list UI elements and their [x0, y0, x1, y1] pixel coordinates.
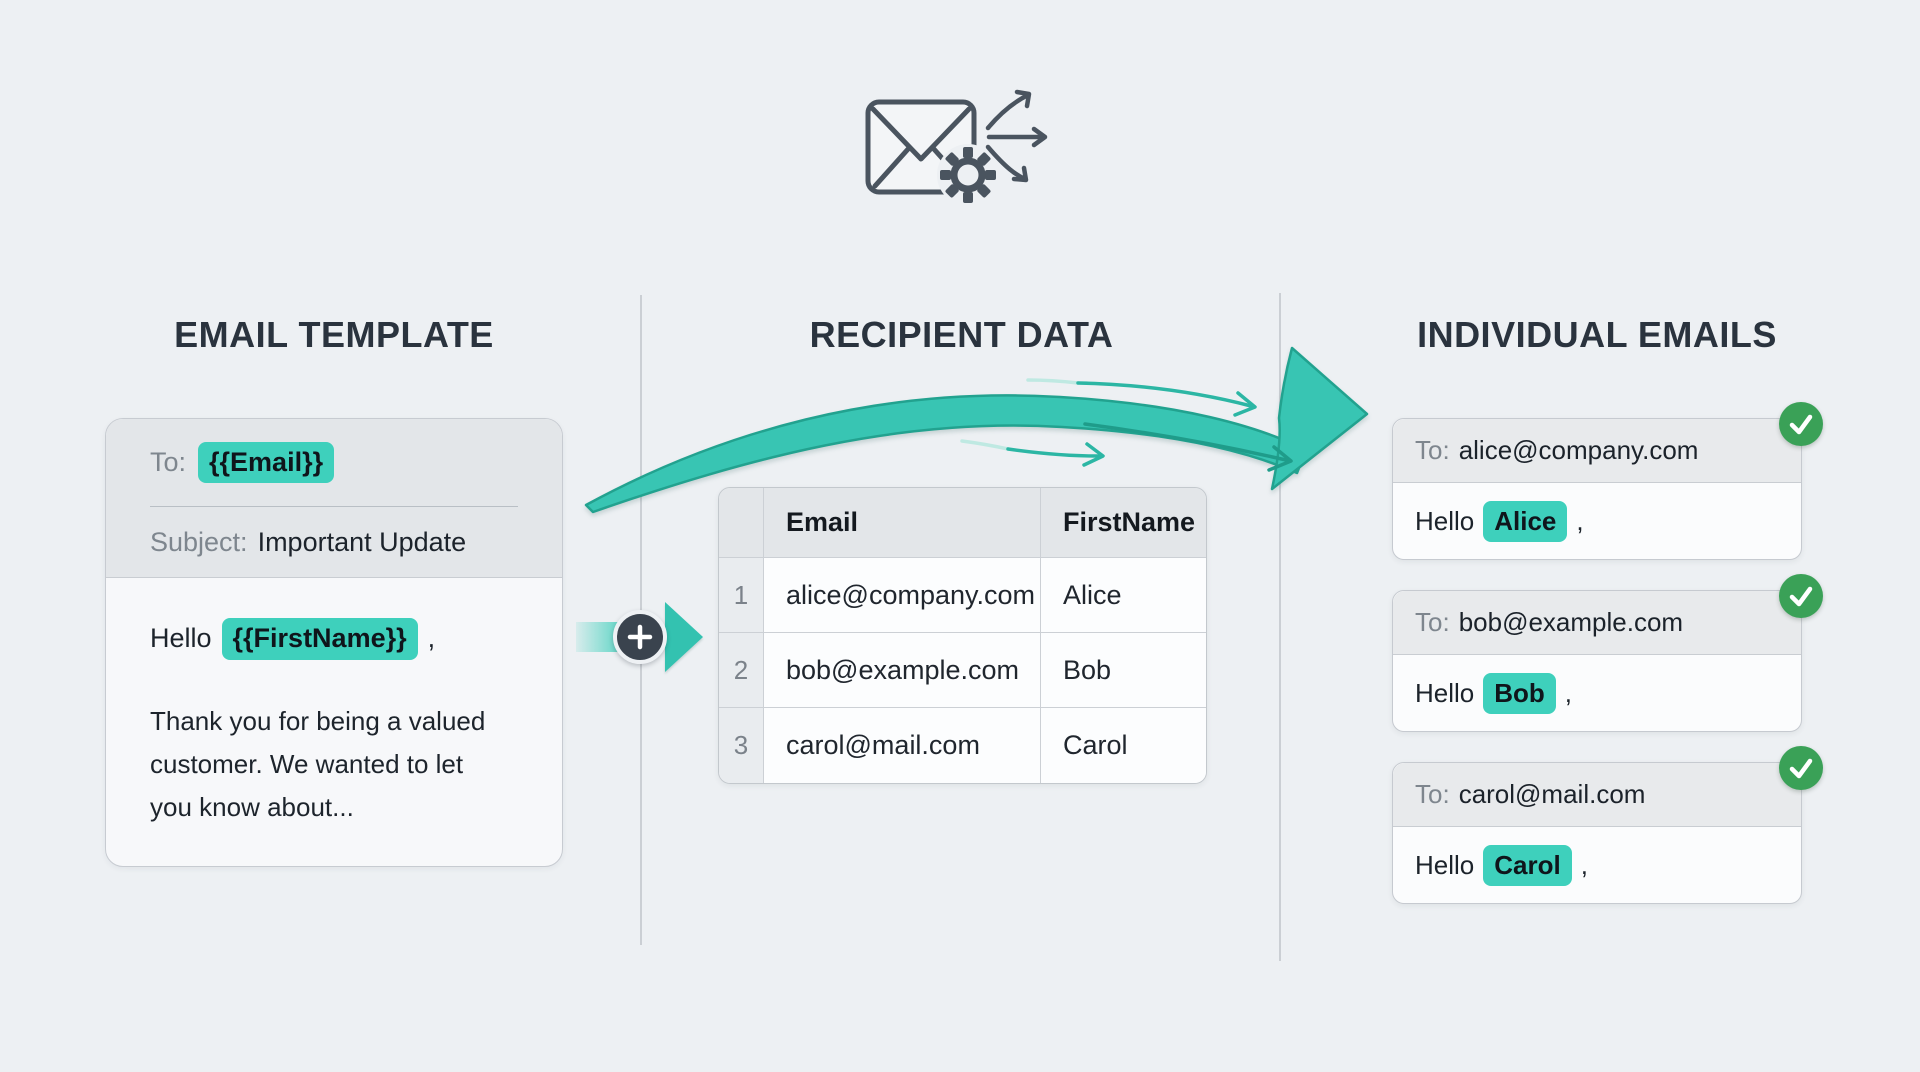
- email-cell: alice@company.com: [764, 558, 1041, 633]
- merge-gradient-band: [576, 622, 620, 652]
- fan-out-arrows-icon: [985, 89, 1048, 183]
- table-header-row: Email FirstName: [719, 488, 1206, 558]
- accent-arrow-fade: [1026, 378, 1080, 385]
- gear-icon: [937, 144, 999, 206]
- name-chip: Bob: [1483, 673, 1556, 714]
- body-line: Thank you for being a valued: [150, 705, 486, 736]
- email-to-row: To: bob@example.com: [1393, 591, 1801, 655]
- individual-email-card: To: alice@company.com Hello Alice ,: [1392, 402, 1823, 560]
- greeting-prefix: Hello: [1415, 678, 1475, 708]
- to-address: bob@example.com: [1458, 607, 1684, 637]
- template-to-row: To: {{Email}}: [150, 419, 518, 507]
- to-label: To:: [150, 447, 187, 477]
- email-to-row: To: alice@company.com: [1393, 419, 1801, 483]
- firstname-cell: Alice: [1041, 558, 1206, 633]
- email-cell: carol@mail.com: [764, 708, 1041, 783]
- subject-label: Subject:: [150, 526, 248, 557]
- individual-email-card: To: bob@example.com Hello Bob ,: [1392, 574, 1823, 732]
- firstname-cell: Carol: [1041, 708, 1206, 783]
- greeting-suffix: ,: [427, 623, 436, 654]
- row-number: 2: [719, 633, 764, 708]
- greeting-suffix: ,: [1580, 850, 1588, 880]
- greeting-suffix: ,: [1576, 506, 1584, 536]
- mail-merge-icon: [865, 89, 1048, 206]
- section-divider-right: [1279, 293, 1281, 961]
- plus-icon: [613, 610, 667, 664]
- greeting-prefix: Hello: [1415, 506, 1475, 536]
- template-card-body: Hello {{FirstName}} , Thank you for bein…: [106, 578, 562, 829]
- to-label: To:: [1415, 435, 1450, 465]
- email-template-card: To: {{Email}} Subject: Important Update …: [105, 418, 563, 867]
- row-number-header: [719, 488, 764, 558]
- email-greeting: Hello Bob ,: [1393, 655, 1801, 731]
- template-body-text: Thank you for being a valued customer. W…: [150, 700, 518, 829]
- check-icon: [1779, 746, 1823, 790]
- email-token-chip: {{Email}}: [198, 441, 335, 484]
- row-number: 3: [719, 708, 764, 783]
- table-row: 3 carol@mail.com Carol: [719, 708, 1206, 783]
- greeting-prefix: Hello: [1415, 850, 1475, 880]
- heading-email-template: EMAIL TEMPLATE: [174, 314, 494, 355]
- body-line: customer. We wanted to let: [150, 748, 464, 779]
- to-label: To:: [1415, 779, 1450, 809]
- table-row: 2 bob@example.com Bob: [719, 633, 1206, 708]
- email-to-row: To: carol@mail.com: [1393, 763, 1801, 827]
- heading-individual-emails: INDIVIDUAL EMAILS: [1417, 314, 1777, 355]
- email-greeting: Hello Carol ,: [1393, 827, 1801, 903]
- template-card-header: To: {{Email}} Subject: Important Update: [106, 419, 562, 578]
- row-number: 1: [719, 558, 764, 633]
- template-subject-row: Subject: Important Update: [106, 507, 562, 577]
- name-chip: Alice: [1483, 501, 1568, 542]
- template-greeting: Hello {{FirstName}} ,: [150, 618, 518, 660]
- to-address: alice@company.com: [1458, 435, 1699, 465]
- individual-email-card: To: carol@mail.com Hello Carol ,: [1392, 746, 1823, 904]
- table-row: 1 alice@company.com Alice: [719, 558, 1206, 633]
- arrow-right-icon: [665, 602, 703, 672]
- firstname-cell: Bob: [1041, 633, 1206, 708]
- subject-value: Important Update: [257, 526, 467, 557]
- to-address: carol@mail.com: [1458, 779, 1646, 809]
- name-chip: Carol: [1483, 845, 1572, 886]
- check-icon: [1779, 402, 1823, 446]
- recipient-data-table: Email FirstName 1 alice@company.com Alic…: [718, 487, 1207, 784]
- email-column-header: Email: [764, 488, 1041, 558]
- greeting-prefix: Hello: [150, 623, 212, 654]
- email-greeting: Hello Alice ,: [1393, 483, 1801, 559]
- firstname-column-header: FirstName: [1041, 488, 1206, 558]
- body-line: you know about...: [150, 791, 354, 822]
- firstname-token-chip: {{FirstName}}: [221, 618, 418, 660]
- check-icon: [1779, 574, 1823, 618]
- to-label: To:: [1415, 607, 1450, 637]
- email-cell: bob@example.com: [764, 633, 1041, 708]
- greeting-suffix: ,: [1564, 678, 1573, 708]
- heading-recipient-data: RECIPIENT DATA: [809, 314, 1114, 355]
